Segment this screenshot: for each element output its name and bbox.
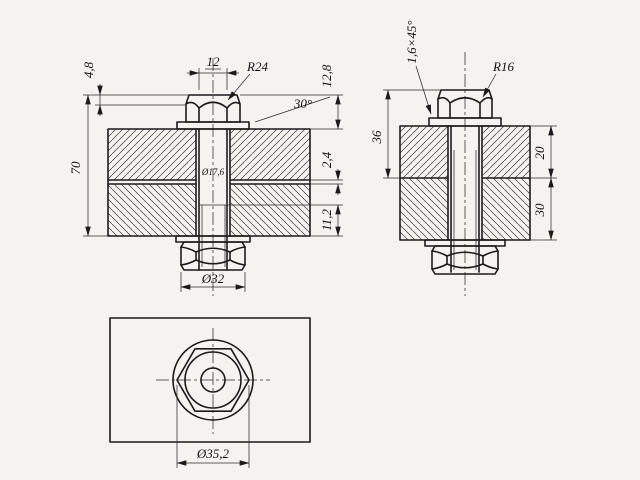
dim-plate-gap: 2,4: [310, 151, 343, 195]
nut: [175, 235, 251, 271]
dim-shank-diameter: 12: [187, 54, 239, 90]
dim-text-30: 30: [532, 203, 547, 218]
dim-head-chamfer-height: 4,8: [81, 61, 186, 116]
front-view-left: Ø17,6 70 4,8 12 R24 30°: [68, 54, 343, 296]
dim-head-height: 12,8: [240, 64, 343, 130]
dim-text-chamfer: 1,6×45°: [404, 20, 419, 63]
dim-text-11-2: 11,2: [319, 209, 334, 231]
dim-upper-plate: 20: [530, 125, 557, 179]
plate-hatching: [400, 126, 530, 240]
dim-head-radius: R24: [227, 59, 268, 101]
bolt: [176, 94, 250, 271]
dim-lower-plate: 30: [530, 177, 557, 241]
top-view: Ø35,2: [109, 317, 311, 468]
dim-text-30deg: 30°: [293, 96, 312, 111]
dim-text-70: 70: [68, 161, 83, 175]
bore-diameter-label: Ø17,6: [201, 167, 225, 177]
front-view-right: 1,6×45° R16 36 20 30: [369, 20, 557, 296]
nut-plan: [172, 339, 254, 421]
dim-text-o35-2: Ø35,2: [196, 446, 230, 461]
dim-chamfer-angle: 30°: [254, 96, 331, 123]
dim-text-4-8: 4,8: [81, 61, 96, 78]
dim-washer-chamfer: 1,6×45°: [404, 20, 432, 115]
plate-hatching: [108, 129, 310, 236]
dim-thread-length: 11,2: [227, 204, 343, 237]
dim-across-corners: Ø35,2: [176, 385, 250, 468]
dim-text-r16: R16: [492, 59, 514, 74]
dim-text-20: 20: [532, 146, 547, 160]
dim-text-12: 12: [207, 54, 221, 69]
bolt-thread: [453, 150, 477, 270]
nut: [424, 239, 506, 275]
dim-text-2-4: 2,4: [319, 151, 334, 168]
plate-outline: [109, 317, 311, 443]
dim-text-12-8: 12,8: [319, 64, 334, 87]
dim-text-r24: R24: [246, 59, 268, 74]
dim-head-radius: R16: [482, 59, 514, 98]
dim-text-o32: Ø32: [201, 271, 225, 286]
dim-text-36: 36: [369, 130, 384, 145]
dim-nut-width: Ø32: [180, 271, 246, 292]
dim-bolt-projection: 36: [369, 89, 441, 179]
